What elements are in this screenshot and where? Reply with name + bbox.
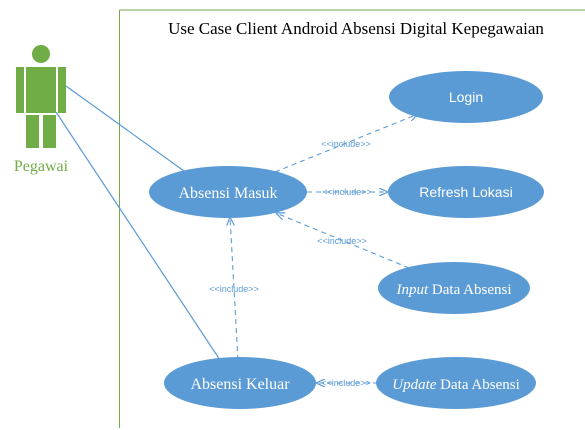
include-label-input-data-absensi: <<include>> (317, 236, 367, 246)
actor-left-leg (26, 115, 39, 148)
use-case-absensi-keluar: Absensi Keluar (164, 357, 316, 409)
use-case-update-data-absensi-label: Update Data Absensi (392, 377, 520, 393)
actor-pegawai (16, 45, 66, 148)
use-case-input-emphasis: Input (396, 282, 429, 298)
use-case-absensi-masuk: Absensi Masuk (149, 166, 307, 218)
association-pegawai-absensi-masuk (65, 85, 185, 172)
use-case-update-data-absensi: Update Data Absensi (376, 357, 536, 409)
use-case-login-label: Login (449, 89, 483, 105)
use-case-absensi-keluar-label: Absensi Keluar (190, 376, 290, 393)
use-case-refresh-lokasi: Refresh Lokasi (388, 166, 544, 218)
include-label-refresh-lokasi: <<include>> (322, 187, 372, 197)
use-case-login: Login (389, 71, 543, 123)
system-title: Use Case Client Android Absensi Digital … (168, 19, 544, 38)
use-case-absensi-masuk-label: Absensi Masuk (178, 185, 277, 202)
system-boundary (119, 9, 585, 428)
association-pegawai-absensi-keluar (55, 111, 221, 361)
actor-head (32, 45, 50, 63)
include-label-update-data-absensi: <<include>> (321, 378, 371, 388)
use-case-input-data-absensi-label: Input Data Absensi (396, 282, 512, 298)
use-case-update-emphasis: Update (392, 377, 437, 393)
include-label-login: <<include>> (321, 139, 371, 149)
actor-label: Pegawai (14, 158, 69, 175)
use-case-input-rest: Data Absensi (428, 282, 511, 298)
actor-left-arm (16, 67, 24, 113)
actor-right-arm (58, 67, 66, 113)
use-case-update-rest: Data Absensi (436, 377, 519, 393)
include-line-login (274, 114, 418, 173)
use-case-input-data-absensi: Input Data Absensi (378, 262, 530, 314)
use-case-refresh-lokasi-label: Refresh Lokasi (419, 184, 512, 200)
include-line-absensi-keluar (230, 217, 239, 361)
actor-right-leg (43, 115, 56, 148)
include-label-absensi-keluar: <<include>> (209, 284, 259, 294)
include-line-input-data-absensi (276, 213, 410, 269)
actor-body (26, 67, 56, 113)
